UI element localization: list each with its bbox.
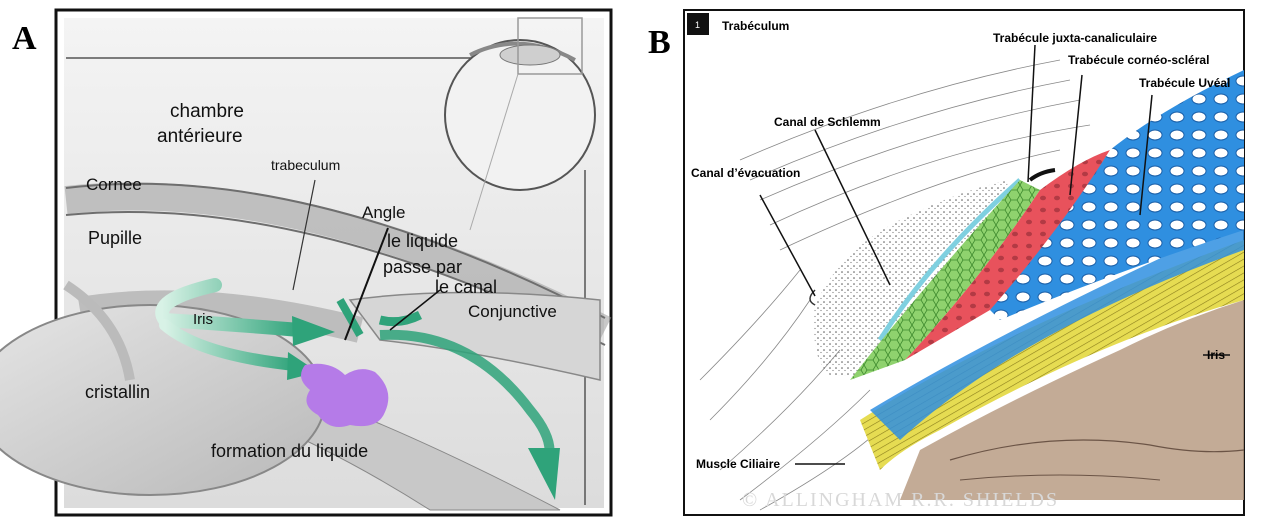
label-iris-b: Iris: [1207, 348, 1225, 362]
label-trabecule-uveal: Trabécule Uvéal: [1139, 76, 1230, 90]
label-cristallin: cristallin: [85, 382, 150, 402]
label-iris-a: Iris: [193, 311, 213, 328]
label-pupille: Pupille: [88, 228, 142, 248]
label-muscle-ciliaire: Muscle Ciliaire: [696, 457, 780, 471]
copyright-watermark: © ALLINGHAM R.R. SHIELDS: [742, 489, 1059, 511]
label-chambre-line2: antérieure: [157, 126, 243, 147]
panel-b-number: 1: [695, 20, 700, 30]
label-canal: le canal: [435, 277, 497, 297]
label-liquide-line2: passe par: [383, 257, 462, 277]
panel-b-title: Trabéculum: [722, 19, 789, 33]
panel-b: 1 Trabéculum: [684, 10, 1244, 515]
label-trabecule-juxta: Trabécule juxta-canaliculaire: [993, 31, 1157, 45]
label-angle: Angle: [362, 203, 405, 222]
label-canal-schlemm: Canal de Schlemm: [774, 115, 881, 129]
label-chambre-line1: chambre: [170, 101, 244, 122]
label-trabeculum: trabeculum: [271, 157, 340, 173]
label-trabecule-corneo: Trabécule cornéo-scléral: [1068, 53, 1209, 67]
label-formation: formation du liquide: [211, 441, 368, 461]
label-canal-evacuation: Canal d’évacuation: [691, 166, 800, 180]
label-conjunctive: Conjunctive: [468, 302, 557, 321]
panel-a: chambre antérieure trabeculum Cornee Ang…: [0, 10, 611, 515]
label-liquide-line1: le liquide: [387, 231, 458, 251]
label-cornee: Cornee: [86, 175, 142, 194]
